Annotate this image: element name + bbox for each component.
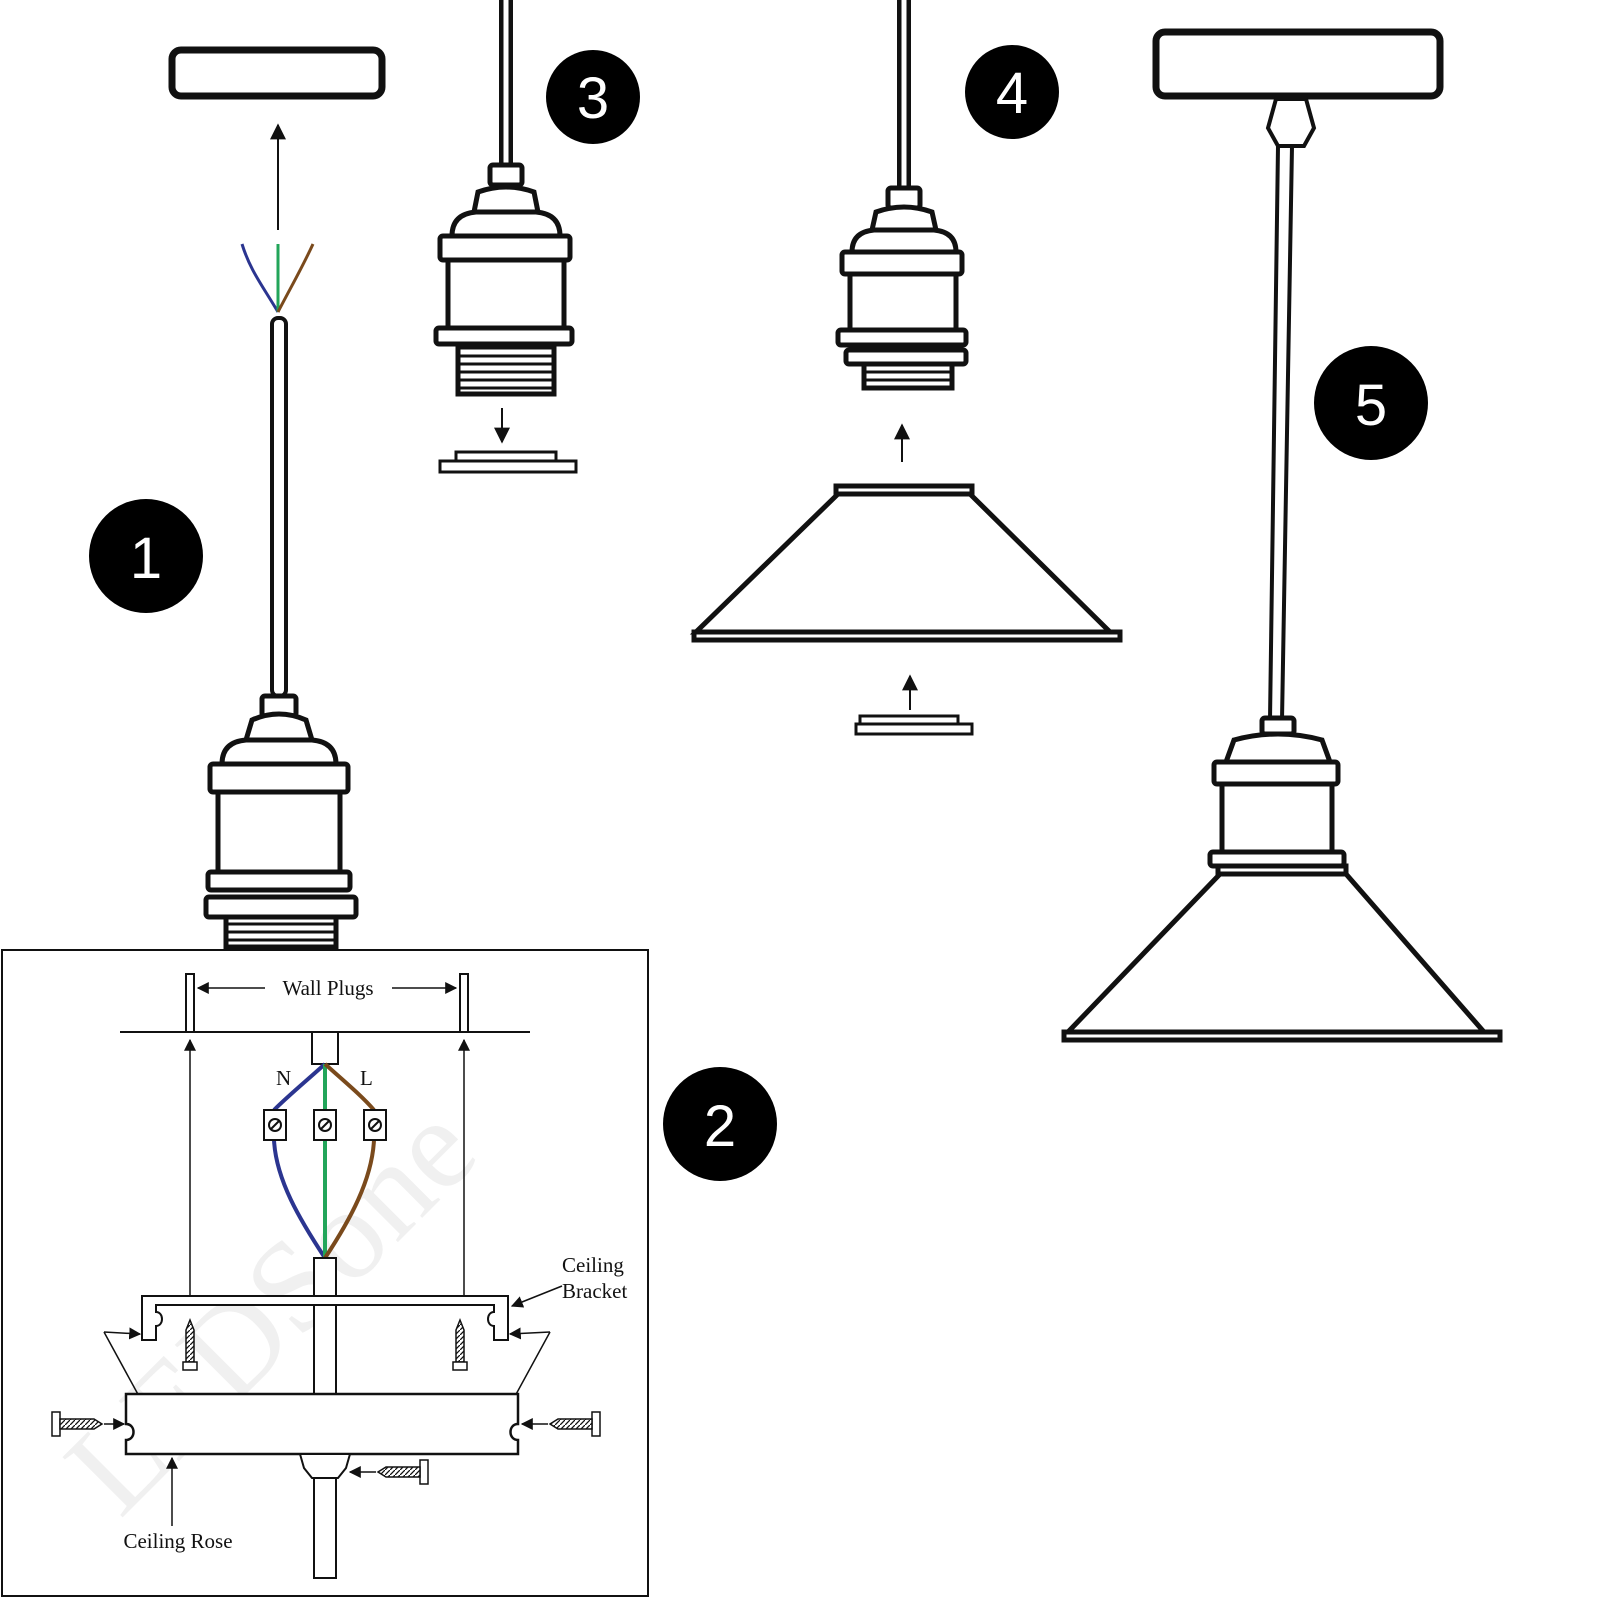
terminal-block-earth (313, 1109, 337, 1141)
cord-grip-5 (1265, 97, 1317, 148)
ceiling-bracket-pointer (510, 1285, 563, 1308)
pendant-cable-lower (313, 1477, 337, 1579)
pendant-cable-5 (1267, 144, 1295, 722)
step-2-badge (663, 1067, 777, 1181)
bracket-screw-left (182, 1317, 198, 1371)
mains-cable-stub (311, 1031, 339, 1065)
ceiling-rose-label: Ceiling Rose (123, 1529, 232, 1553)
ceiling-cap (168, 46, 386, 100)
neutral-label: N (276, 1066, 291, 1090)
lamp-holder-1 (203, 693, 359, 950)
shade-ring-3 (438, 450, 578, 474)
pendant-cable (270, 316, 288, 698)
terminal-block-neutral (263, 1109, 287, 1141)
rose-screw-left (51, 1411, 126, 1437)
rose-screw-right (520, 1411, 601, 1437)
neutral-wire (272, 1062, 327, 1260)
step-4-badge (965, 45, 1059, 139)
step-2-number: 2 (704, 1094, 736, 1159)
step-2-ceiling-wiring-panel: LEDSone Wall Plugs N L (1, 949, 649, 1597)
wall-plug-left (185, 973, 195, 1033)
grip-screw (348, 1459, 429, 1485)
wall-plugs-label: Wall Plugs (282, 976, 373, 1000)
ceiling-rose (124, 1392, 520, 1456)
neutral-wire-end (240, 243, 280, 313)
step-1-cable-and-holder: 1 (89, 46, 386, 950)
ceiling-cap-5 (1152, 28, 1444, 100)
bracket-callout-left-arrow (103, 1327, 142, 1340)
bracket-screw-right (452, 1317, 468, 1371)
step-5-number: 5 (1355, 373, 1387, 438)
live-wire (323, 1062, 376, 1260)
step-5-finished-pendant: 5 (1061, 28, 1503, 1043)
cone-shade-5 (1061, 863, 1503, 1043)
lamp-holder-3 (433, 162, 575, 397)
step-3-badge (546, 50, 640, 144)
step-4-shade-assembly: 4 (689, 0, 1123, 736)
ceiling-bracket (141, 1295, 509, 1341)
ceiling-bracket-label-line1: Ceiling (562, 1253, 624, 1277)
step-3-lamp-holder: 3 (433, 0, 640, 474)
cone-shade-4 (689, 483, 1123, 643)
bracket-callout-right (513, 1331, 551, 1399)
step-3-number: 3 (577, 66, 609, 131)
cord-grip (298, 1453, 352, 1479)
bracket-callout-right-arrow (508, 1327, 551, 1340)
ceiling-bracket-label-line2: Bracket (562, 1279, 627, 1303)
lamp-holder-4 (835, 185, 969, 391)
live-wire-end (276, 243, 315, 313)
bracket-callout-left (103, 1331, 141, 1399)
step-1-number: 1 (130, 526, 162, 591)
live-label: L (360, 1066, 373, 1090)
step-4-number: 4 (996, 61, 1028, 126)
pendant-cable-stub (313, 1257, 337, 1395)
step-5-badge (1314, 346, 1428, 460)
lamp-holder-5 (1207, 715, 1347, 869)
terminal-block-live (363, 1109, 387, 1141)
step-1-badge (89, 499, 203, 613)
wall-plug-right (459, 973, 469, 1033)
shade-ring-4 (854, 714, 974, 736)
